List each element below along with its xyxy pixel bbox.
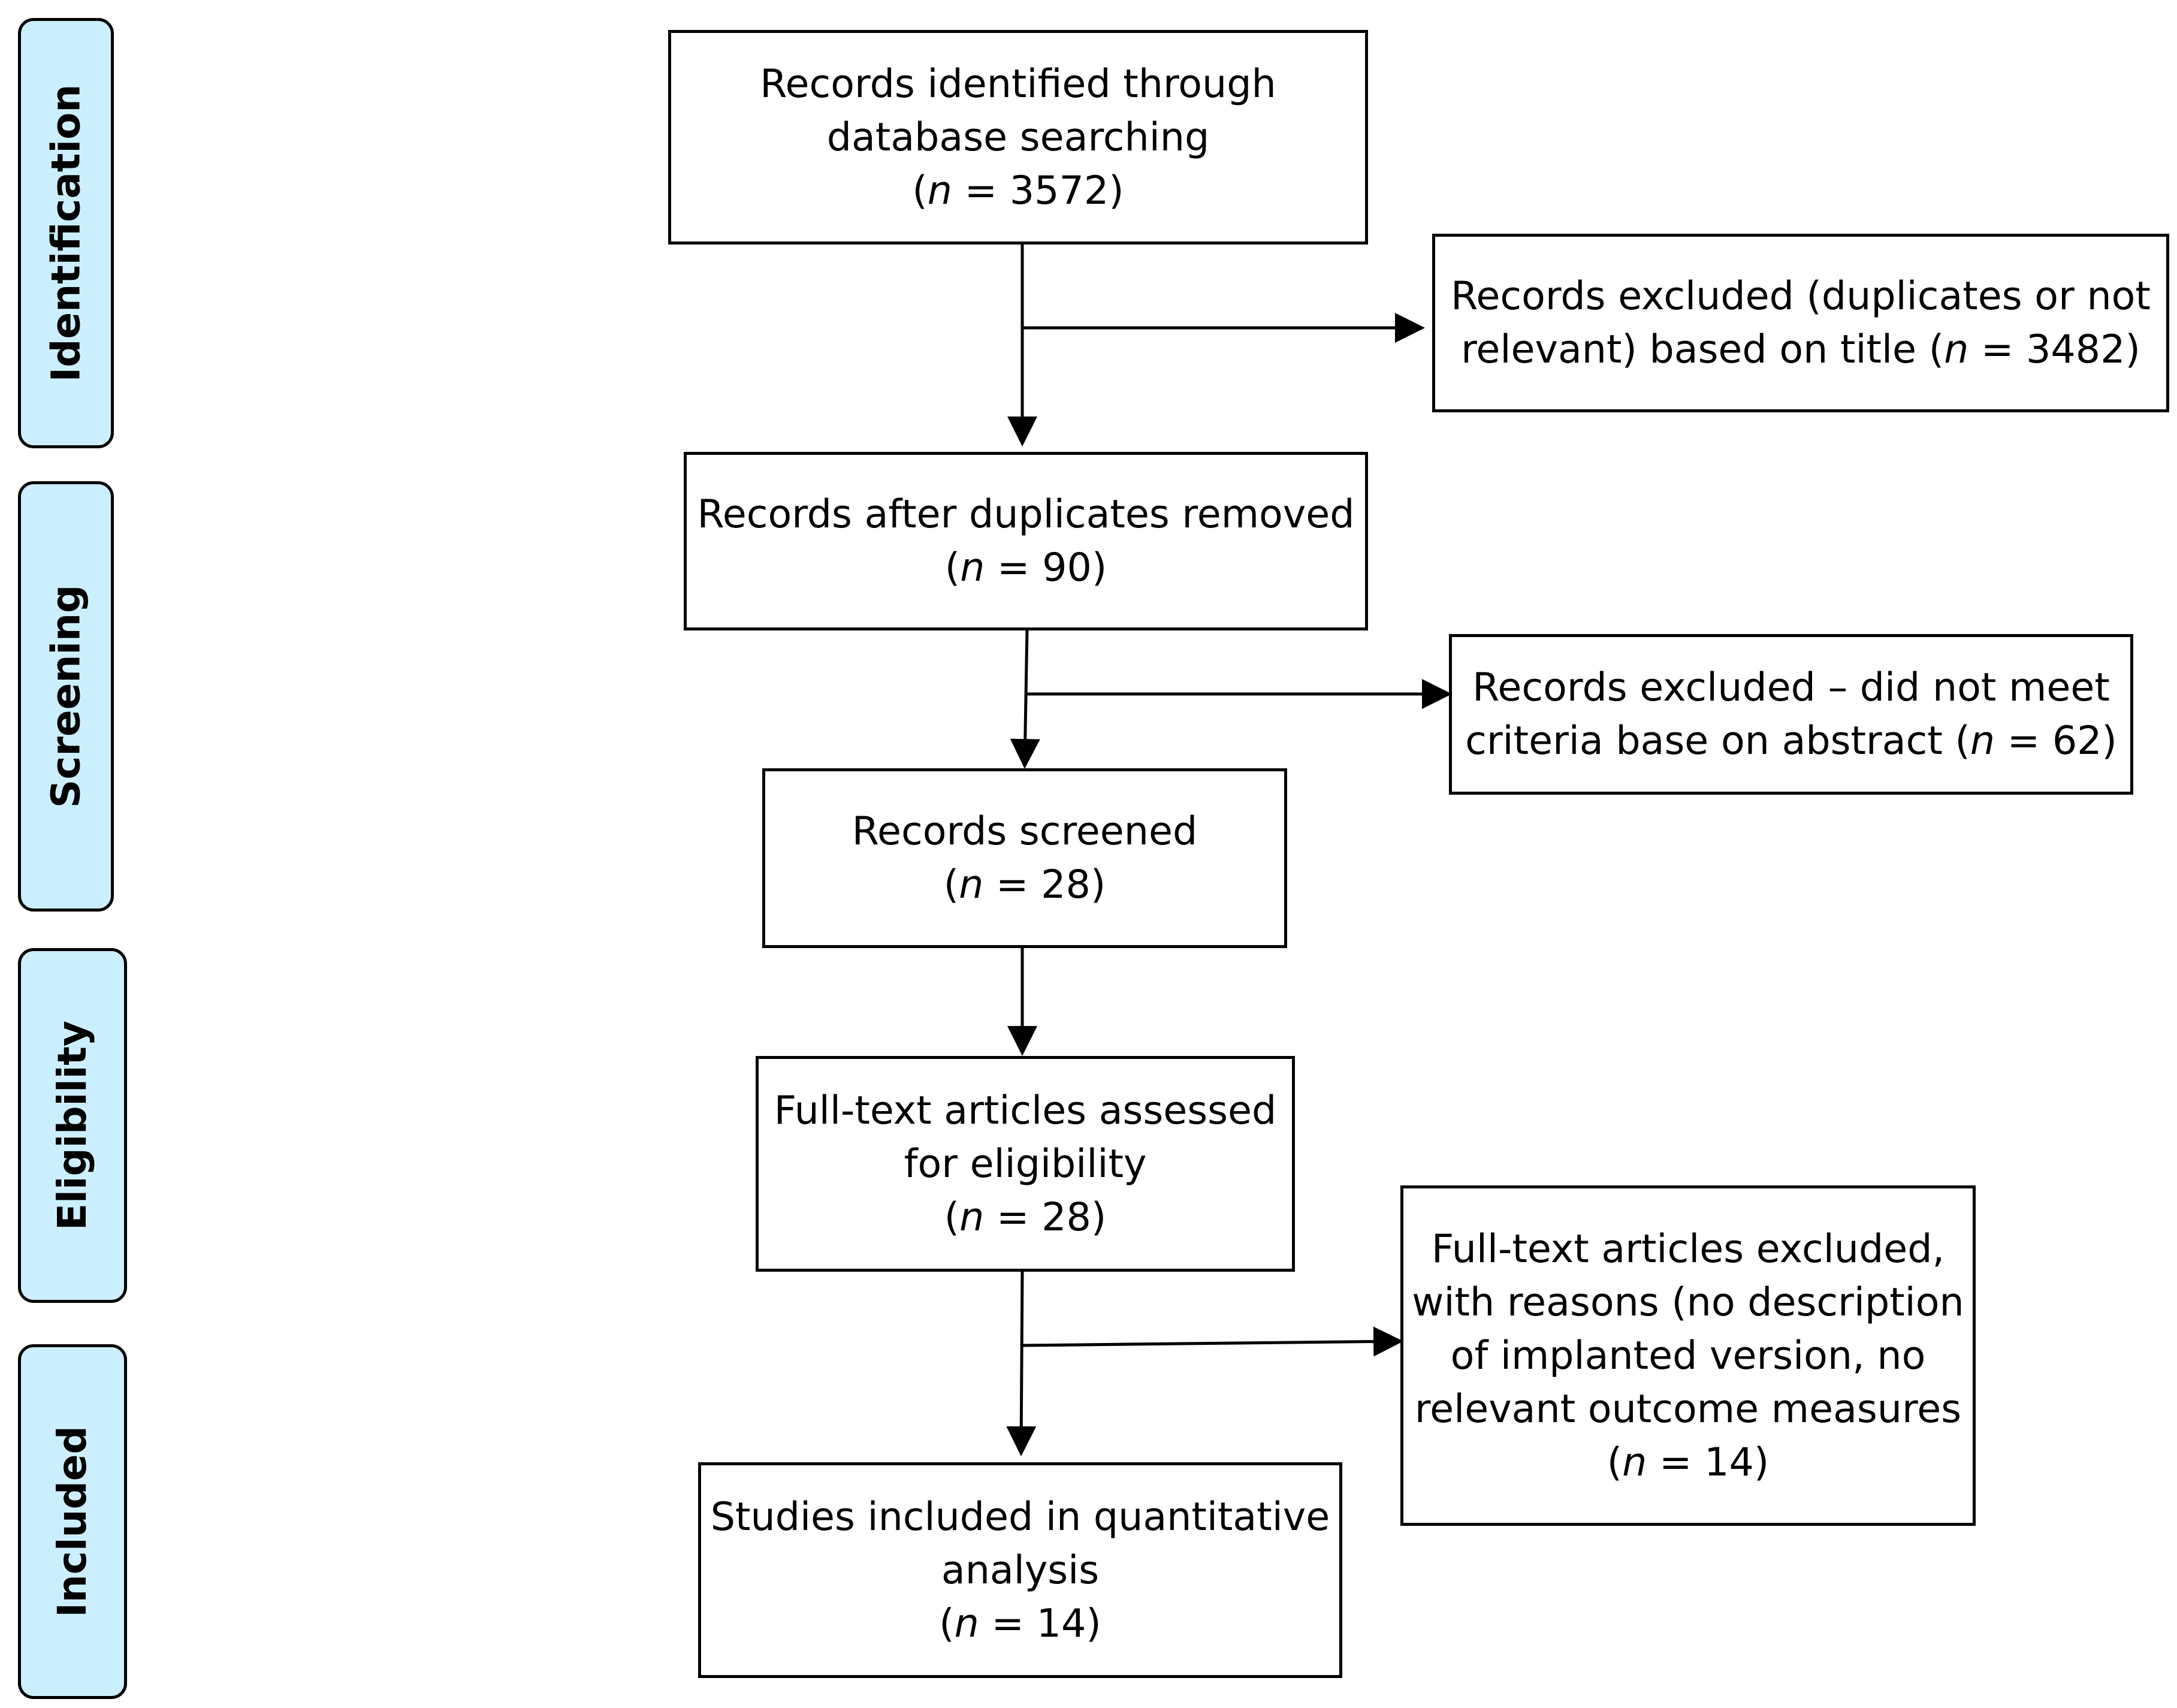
stage-screening: Screening (18, 481, 114, 912)
stage-eligibility: Eligibility (18, 948, 127, 1303)
box-records-screened-count: (n = 28) (943, 862, 1106, 907)
box-studies-included-count: (n = 14) (939, 1601, 1101, 1646)
box-records-after-duplicates-count: (n = 90) (944, 545, 1107, 590)
box-records-screened-line-1: Records screened (852, 809, 1198, 854)
box-records-screened: Records screened (n = 28) (762, 768, 1287, 948)
stage-included: Included (18, 1344, 127, 1699)
n-value: 28 (1041, 862, 1091, 907)
n-symbol: n (954, 1601, 979, 1646)
n-value: 3572 (1009, 168, 1109, 213)
box-records-excluded-title-line-1: Records excluded (duplicates or not (1451, 274, 2151, 319)
box-fulltext-excluded-line-3: of implanted version, no (1450, 1333, 1926, 1378)
box-records-excluded-title: Records excluded (duplicates or not rele… (1432, 234, 2169, 412)
n-value: 14 (1036, 1601, 1086, 1646)
box-fulltext-excluded-line-1: Full-text articles excluded, (1431, 1226, 1945, 1272)
box-records-excluded-abstract-line-2: criteria base on abstract ( (1465, 719, 1970, 764)
box-fulltext-assessed-count: (n = 28) (944, 1194, 1107, 1240)
n-symbol: n (960, 545, 985, 590)
box-records-identified-count: (n = 3572) (912, 168, 1124, 213)
box-fulltext-assessed-line-1: Full-text articles assessed (774, 1088, 1277, 1133)
n-value: 90 (1042, 545, 1092, 590)
box-fulltext-excluded-line-2: with reasons (no description (1412, 1280, 1964, 1325)
box-records-identified: Records identified through database sear… (668, 30, 1368, 245)
n-symbol: n (927, 168, 952, 213)
n-symbol: n (959, 862, 984, 907)
box-records-excluded-title-line-2: relevant) based on title ( (1461, 327, 1944, 372)
n-symbol: n (1944, 327, 1969, 372)
box-fulltext-assessed: Full-text articles assessed for eligibil… (756, 1056, 1295, 1272)
arrow-fulltext-assessed-to-included (1006, 1270, 1037, 1456)
box-records-excluded-abstract-count: criteria base on abstract (n = 62) (1465, 719, 2117, 764)
box-studies-included: Studies included in quantitative analysi… (698, 1462, 1342, 1678)
arrow-to-fulltext-excluded (1022, 1326, 1403, 1357)
box-records-excluded-abstract: Records excluded – did not meet criteria… (1449, 634, 2133, 795)
n-value: 62 (2052, 719, 2102, 764)
box-records-excluded-abstract-line-1: Records excluded – did not meet (1472, 665, 2110, 710)
stage-identification: Identification (18, 18, 114, 448)
n-value: 14 (1704, 1440, 1754, 1485)
box-records-identified-line-1: Records identified through (760, 61, 1276, 107)
box-records-identified-line-2: database searching (826, 114, 1210, 160)
n-symbol: n (1622, 1440, 1647, 1485)
box-records-after-duplicates-line-1: Records after duplicates removed (697, 492, 1355, 537)
box-fulltext-excluded: Full-text articles excluded, with reason… (1400, 1185, 1976, 1526)
n-value: 3482 (2026, 327, 2125, 372)
box-fulltext-excluded-count: (n = 14) (1607, 1440, 1770, 1485)
n-symbol: n (959, 1194, 985, 1240)
box-records-after-duplicates: Records after duplicates removed (n = 90… (684, 452, 1368, 630)
box-studies-included-line-1: Studies included in quantitative (710, 1494, 1330, 1540)
arrow-after-duplicates-to-screened (1010, 627, 1040, 769)
n-symbol: n (1970, 719, 1995, 764)
n-value: 28 (1041, 1194, 1091, 1240)
box-studies-included-line-2: analysis (941, 1547, 1100, 1593)
box-fulltext-excluded-line-4: relevant outcome measures (1414, 1386, 1962, 1432)
box-fulltext-assessed-line-2: for eligibility (904, 1141, 1147, 1187)
box-records-excluded-title-count: relevant) based on title (n = 3482) (1461, 327, 2140, 372)
